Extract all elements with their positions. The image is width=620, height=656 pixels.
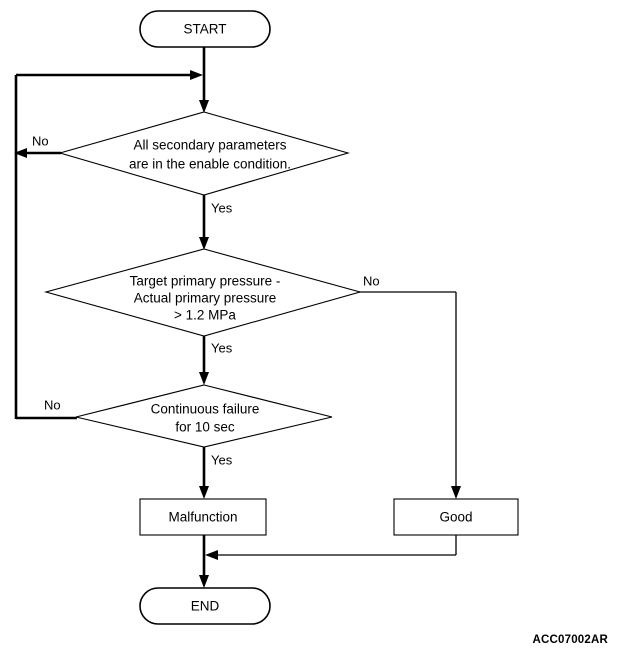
arrowhead-into-good <box>451 486 461 499</box>
arrowhead-into-decision-pressure <box>199 237 209 250</box>
branch-label-continuous-yes: Yes <box>211 452 233 467</box>
branch-label-pressure-no: No <box>363 273 380 288</box>
arrowhead-good-merge <box>205 550 218 560</box>
node-start <box>139 10 271 48</box>
node-decision-continuous-line-2: for 10 sec <box>175 420 235 435</box>
node-decision-secondary-parameters <box>58 111 350 196</box>
branch-label-secondary-no: No <box>32 133 49 148</box>
arrowhead-secondary-no <box>14 148 27 158</box>
node-end-label: END <box>191 599 220 614</box>
branch-label-secondary-yes: Yes <box>211 200 233 215</box>
node-end <box>139 587 271 625</box>
node-decision-pressure <box>43 248 363 337</box>
node-result-good <box>393 498 519 536</box>
node-decision-pressure-line-1: Target primary pressure - <box>130 274 281 289</box>
node-decision-pressure-line-2: Actual primary pressure <box>134 291 277 306</box>
node-decision-secondary-line-2: are in the enable condition. <box>129 157 291 172</box>
node-start-label: START <box>183 22 226 37</box>
node-result-malfunction-label: Malfunction <box>168 510 237 525</box>
node-decision-secondary-line-1: All secondary parameters <box>133 138 286 153</box>
node-decision-continuous-failure <box>75 384 333 448</box>
arrowhead-into-end <box>199 575 209 588</box>
node-result-malfunction <box>139 498 267 536</box>
node-decision-continuous-line-1: Continuous failure <box>151 402 260 417</box>
arrowhead-into-decision-secondary <box>199 100 209 113</box>
branch-label-continuous-no: No <box>44 397 61 412</box>
arrowhead-loopback-into-main <box>190 70 203 80</box>
figure-code-label: ACC07002AR <box>532 634 608 646</box>
node-result-good-label: Good <box>439 510 472 525</box>
arrowhead-into-malfunction <box>199 486 209 499</box>
arrowhead-into-decision-continuous <box>199 372 209 385</box>
node-decision-pressure-line-3: > 1.2 MPa <box>174 308 236 323</box>
branch-label-pressure-yes: Yes <box>211 340 233 355</box>
